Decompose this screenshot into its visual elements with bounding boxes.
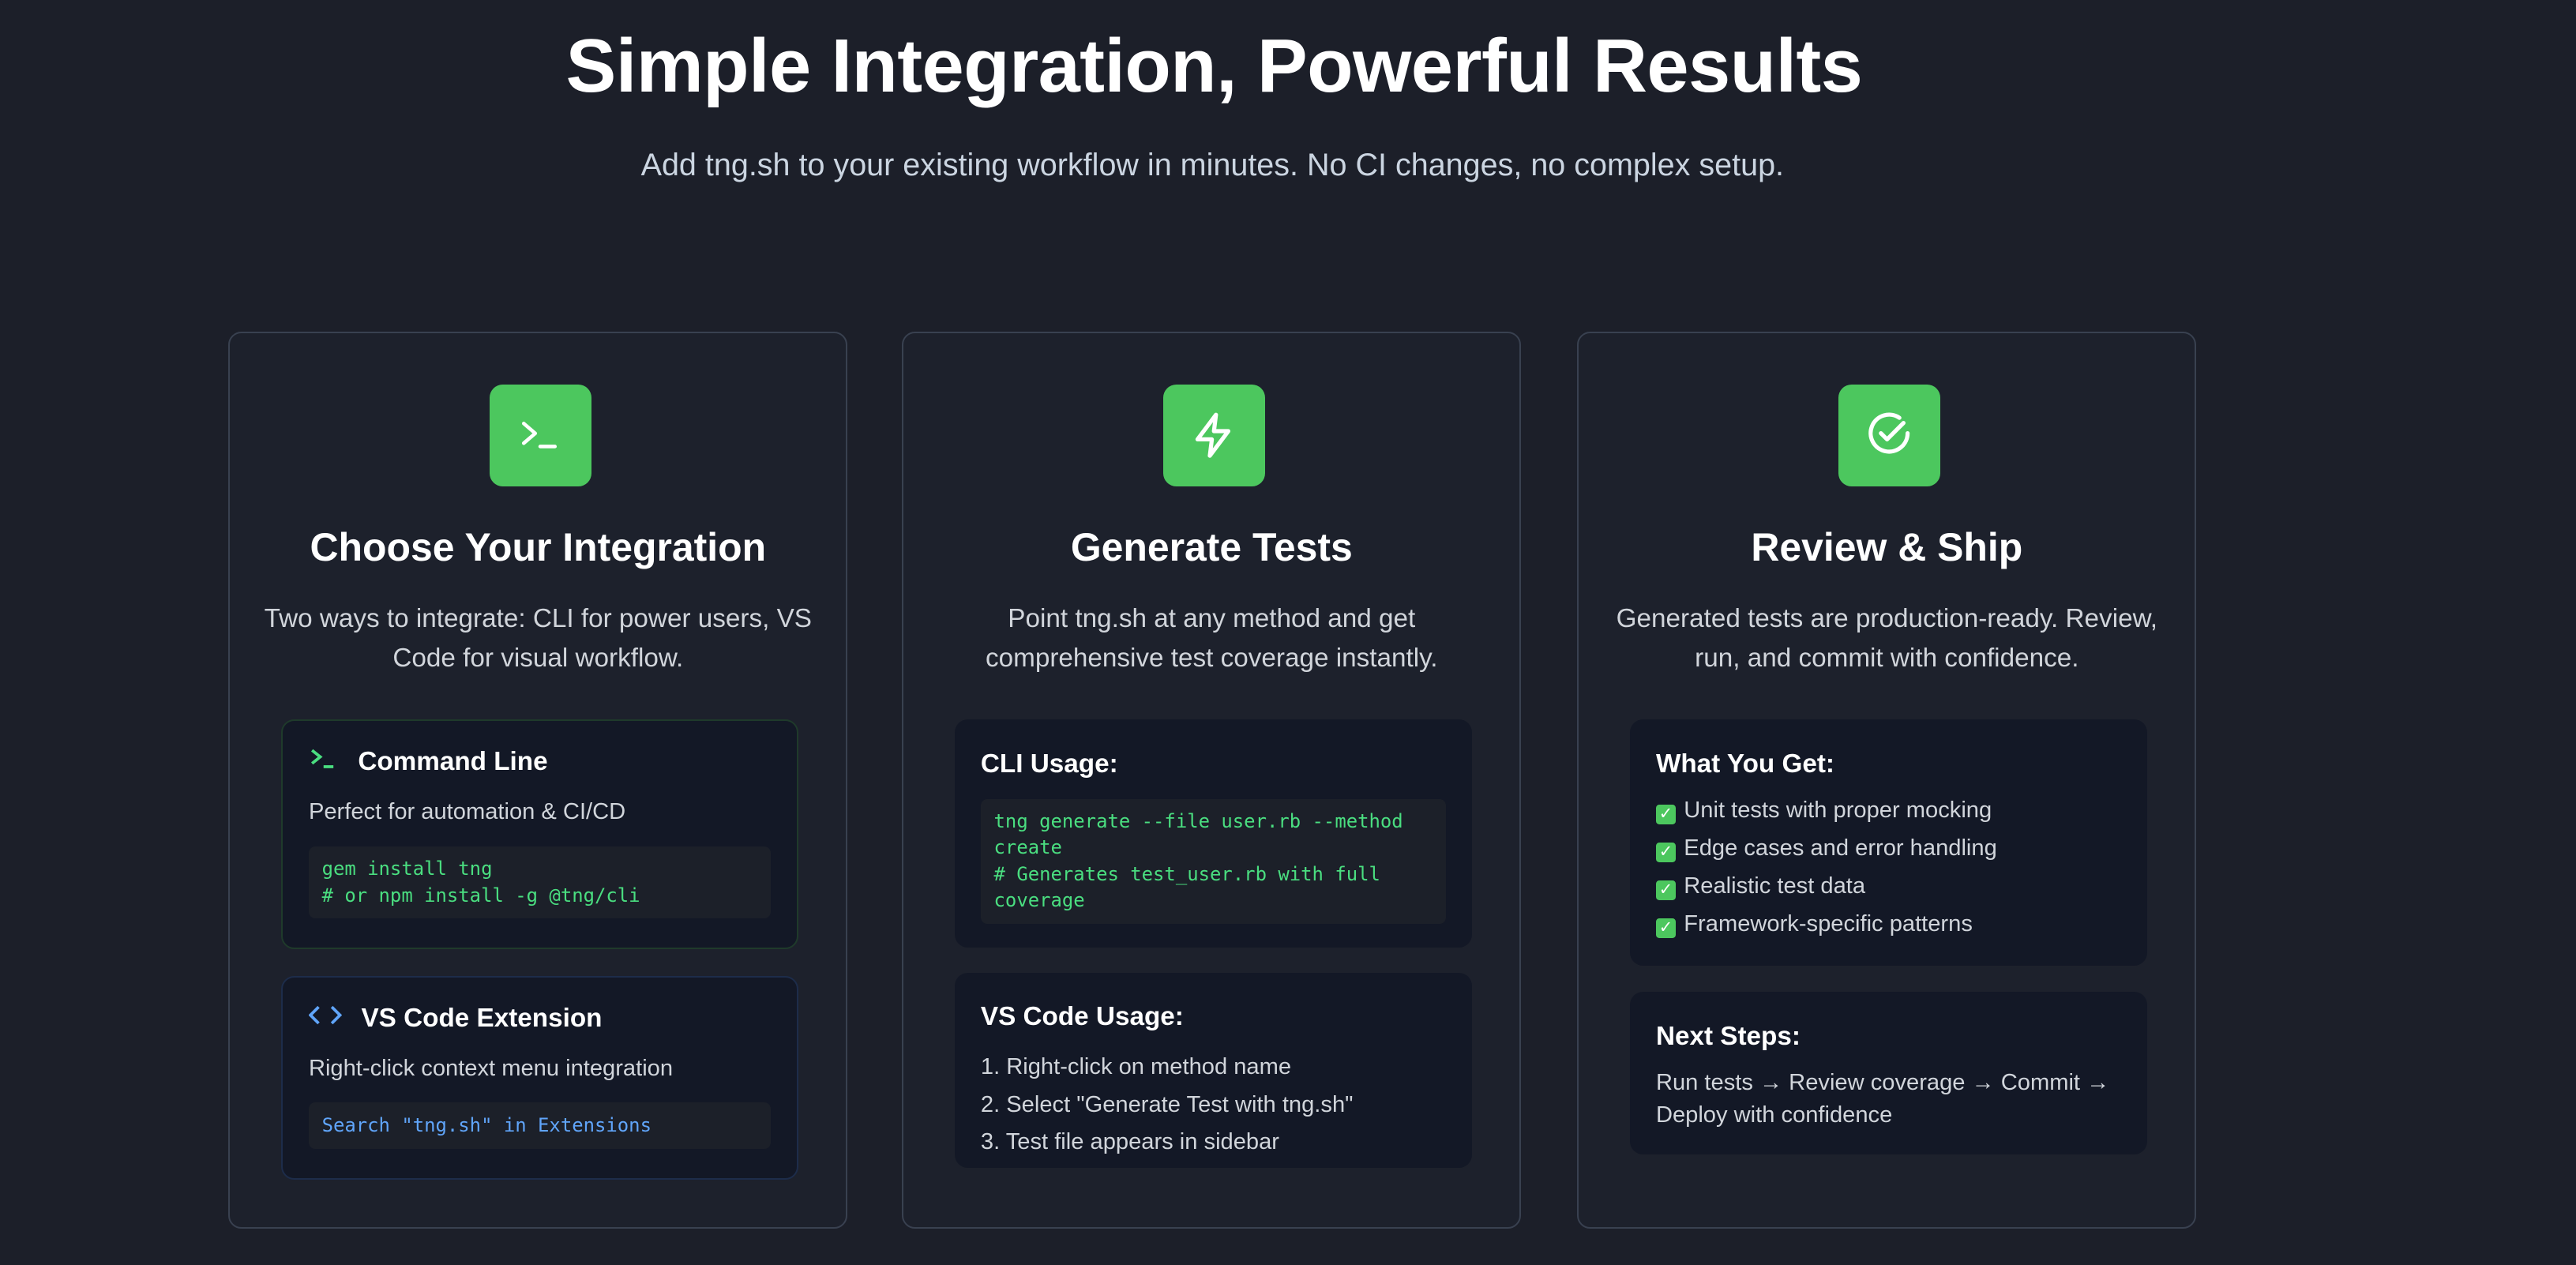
lightning-icon	[1162, 384, 1265, 486]
list-item: 2. Select "Generate Test with tng.sh"	[980, 1091, 1354, 1117]
list-item: ✓Framework-specific patterns	[1655, 906, 2121, 944]
terminal-icon	[309, 747, 338, 777]
card-title: Choose Your Integration	[310, 524, 767, 569]
box-title: Next Steps:	[1655, 1021, 1801, 1051]
check-circle-icon	[1838, 384, 1940, 486]
check-icon: ✓	[1655, 918, 1676, 938]
list-item: 1. Right-click on method name	[980, 1053, 1292, 1079]
cli-usage-code[interactable]: tng generate --file user.rb --method cre…	[980, 798, 1446, 924]
vscode-extension-box: VS Code Extension Right-click context me…	[280, 975, 798, 1180]
install-code[interactable]: gem install tng # or npm install -g @tng…	[308, 846, 771, 919]
code-brackets-icon	[308, 1004, 343, 1034]
check-icon: ✓	[1655, 805, 1676, 825]
card-title: Review & Ship	[1751, 524, 2023, 569]
list-item: 3. Test file appears in sidebar	[980, 1129, 1279, 1155]
card-title: Generate Tests	[1070, 524, 1353, 569]
box-title: Command Line	[358, 747, 548, 777]
what-you-get-box: What You Get: ✓Unit tests with proper mo…	[1629, 719, 2147, 967]
cli-usage-box: CLI Usage: tng generate --file user.rb -…	[954, 719, 1472, 948]
list-item: ✓Edge cases and error handling	[1655, 830, 2121, 868]
card-review-ship: Review & Ship Generated tests are produc…	[1577, 332, 2197, 1229]
check-icon: ✓	[1655, 843, 1676, 863]
box-title: VS Code Usage:	[980, 1001, 1184, 1031]
box-text: Run tests → Review coverage → Commit → D…	[1655, 1069, 2110, 1128]
box-title: CLI Usage:	[980, 749, 1118, 779]
card-description: Generated tests are production-ready. Re…	[1616, 604, 2158, 674]
card-generate-tests: Generate Tests Point tng.sh at any metho…	[902, 332, 1522, 1229]
extension-search-code[interactable]: Search "tng.sh" in Extensions	[308, 1102, 771, 1149]
vscode-usage-box: VS Code Usage: 1. Right-click on method …	[954, 972, 1472, 1169]
check-icon: ✓	[1655, 880, 1676, 900]
terminal-icon	[489, 384, 591, 486]
card-choose-integration: Choose Your Integration Two ways to inte…	[228, 332, 848, 1229]
section-title: Simple Integration, Powerful Results	[565, 24, 1863, 109]
card-description: Point tng.sh at any method and get compr…	[985, 604, 1438, 674]
next-steps-box: Next Steps: Run tests → Review coverage …	[1629, 992, 2147, 1155]
box-title: What You Get:	[1655, 749, 1835, 779]
card-description: Two ways to integrate: CLI for power use…	[264, 604, 812, 674]
box-text: Right-click context menu integration	[308, 1055, 674, 1081]
section-subtitle: Add tng.sh to your existing workflow in …	[640, 147, 1785, 182]
box-text: Perfect for automation & CI/CD	[308, 799, 626, 825]
box-title: VS Code Extension	[361, 1004, 603, 1033]
list-item: ✓Unit tests with proper mocking	[1655, 792, 2121, 830]
command-line-box: Command Line Perfect for automation & CI…	[280, 719, 798, 950]
list-item: ✓Realistic test data	[1655, 868, 2121, 906]
